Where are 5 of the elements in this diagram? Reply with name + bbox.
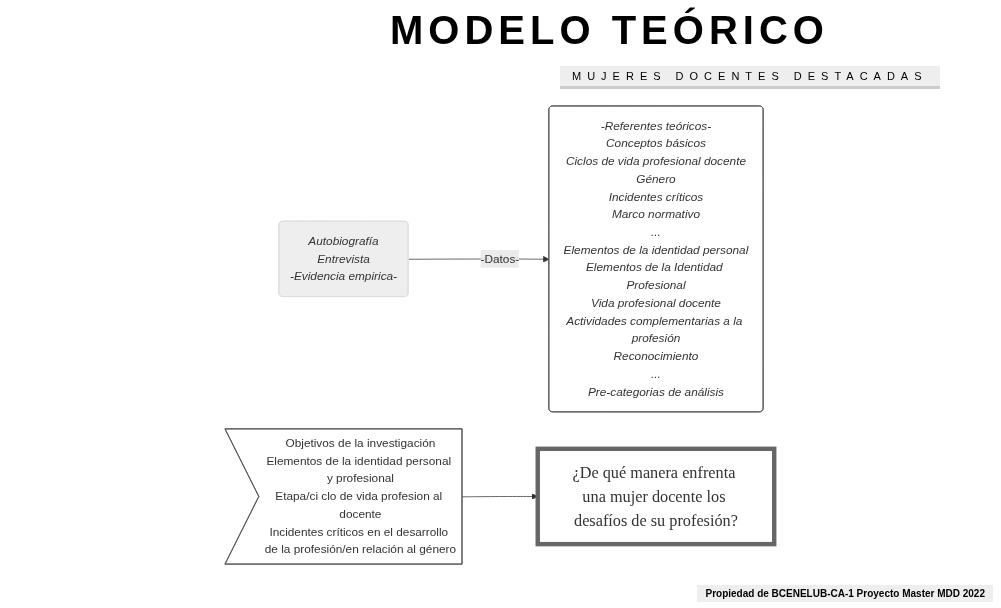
diagram-title: MODELO TEÓRICO xyxy=(390,8,829,53)
subtitle-banner: MUJERES DOCENTES DESTACADAS xyxy=(560,66,940,89)
edge-label: -Datos- xyxy=(480,252,520,265)
node-box: ¿De qué manera enfrenta una mujer docente los desafíos de su profesión? xyxy=(535,446,777,547)
footer-note: Propiedad de BCENELUB-CA-1 Proyecto Master MDD 2022 xyxy=(697,585,993,602)
